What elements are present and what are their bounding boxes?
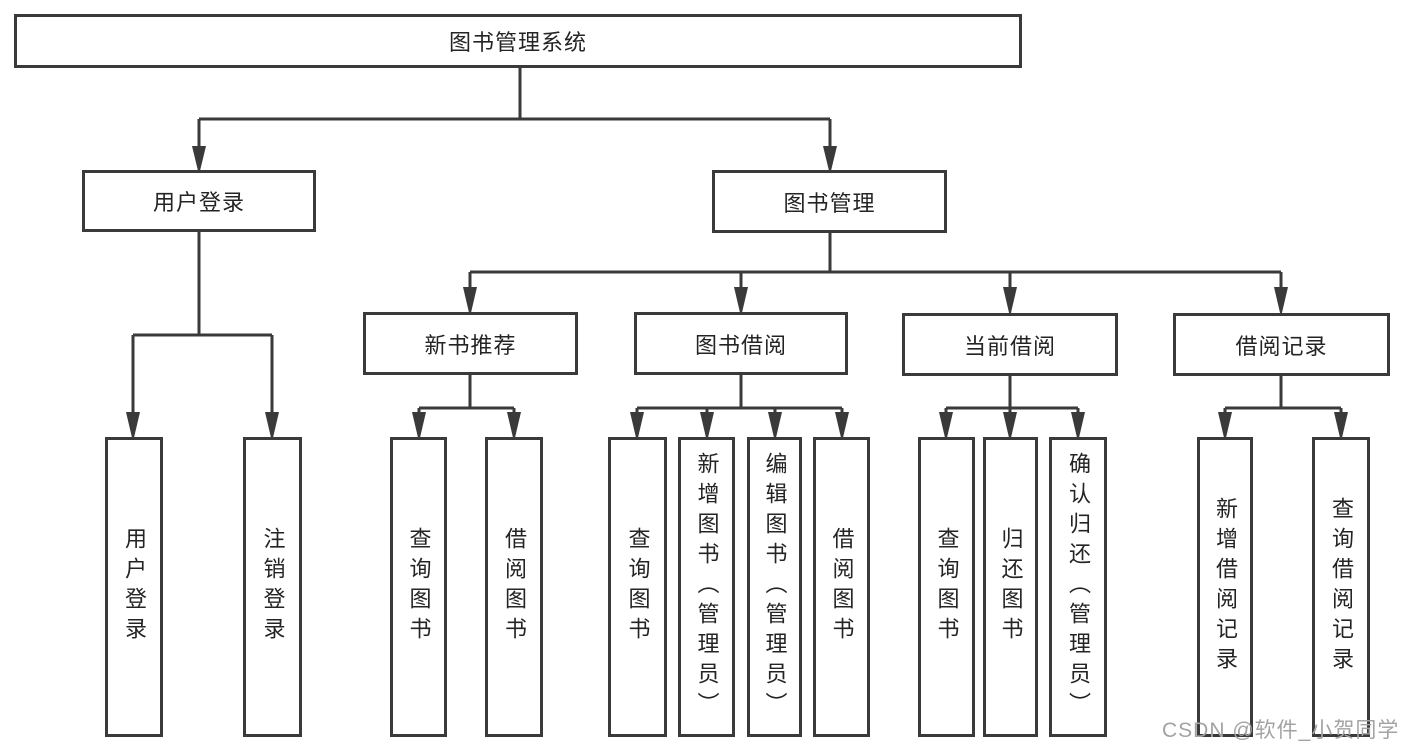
node-root-library-system: 图书管理系统 bbox=[14, 14, 1022, 68]
node-new-book-recommend: 新书推荐 bbox=[363, 312, 578, 375]
connector-book-management-group bbox=[468, 233, 1283, 288]
arrowheads-level2 bbox=[192, 146, 837, 175]
leaf-borrow-books: 借阅图书 bbox=[813, 437, 870, 737]
node-root-label: 图书管理系统 bbox=[448, 30, 587, 55]
csdn-watermark: CSDN @软件_小贺同学 bbox=[1162, 719, 1400, 742]
leaf-return-books: 归还图书 bbox=[983, 437, 1038, 737]
leaf-user-login: 用户登录 bbox=[105, 437, 163, 737]
leaf-logout: 注销登录 bbox=[243, 437, 302, 737]
arrowheads-level3 bbox=[463, 287, 1288, 317]
leaf-logout-label: 注销登录 bbox=[260, 527, 286, 647]
connector-new-book-group bbox=[417, 375, 516, 413]
node-book-borrow: 图书借阅 bbox=[634, 312, 848, 375]
node-new-book-recommend-label: 新书推荐 bbox=[424, 332, 517, 358]
leaf-borrow-books-label: 借阅图书 bbox=[829, 527, 855, 647]
leaf-edit-books-admin: 编辑图书（管理员） bbox=[747, 437, 802, 737]
leaf-query-books-current: 查询图书 bbox=[918, 437, 975, 737]
connector-borrow-record-group bbox=[1223, 375, 1343, 413]
leaf-query-books-borrow-label: 查询图书 bbox=[625, 527, 651, 647]
node-current-borrow: 当前借阅 bbox=[902, 313, 1118, 376]
leaf-query-books-recommend: 查询图书 bbox=[390, 437, 447, 737]
leaf-borrow-books-recommend-label: 借阅图书 bbox=[502, 527, 527, 647]
connector-current-borrow-group bbox=[944, 375, 1080, 413]
leaf-edit-books-admin-label: 编辑图书（管理员） bbox=[762, 452, 788, 722]
leaf-query-books-recommend-label: 查询图书 bbox=[406, 527, 432, 647]
leaf-query-books-borrow: 查询图书 bbox=[608, 437, 667, 737]
node-current-borrow-label: 当前借阅 bbox=[963, 333, 1056, 359]
node-user-login: 用户登录 bbox=[82, 170, 316, 232]
leaf-borrow-books-recommend: 借阅图书 bbox=[485, 437, 543, 737]
leaf-confirm-return-admin-label: 确认归还（管理员） bbox=[1066, 452, 1091, 722]
node-user-login-label: 用户登录 bbox=[152, 190, 245, 215]
arrowheads-user-login-group bbox=[126, 412, 279, 442]
node-borrow-record: 借阅记录 bbox=[1173, 313, 1390, 376]
connector-book-borrow-group bbox=[635, 375, 844, 413]
leaf-confirm-return-admin: 确认归还（管理员） bbox=[1049, 437, 1107, 737]
leaf-add-borrow-record-label: 新增借阅记录 bbox=[1213, 497, 1238, 677]
connector-root-to-level2 bbox=[197, 68, 832, 148]
node-book-management-label: 图书管理 bbox=[783, 190, 876, 216]
leaf-add-books-admin: 新增图书（管理员） bbox=[678, 437, 735, 737]
arrowheads-leaves bbox=[412, 412, 1348, 442]
leaf-user-login-label: 用户登录 bbox=[122, 527, 147, 647]
leaf-add-borrow-record: 新增借阅记录 bbox=[1197, 437, 1253, 737]
leaf-query-books-current-label: 查询图书 bbox=[934, 527, 960, 647]
node-book-borrow-label: 图书借阅 bbox=[694, 332, 787, 358]
leaf-query-borrow-record-label: 查询借阅记录 bbox=[1329, 497, 1354, 677]
node-borrow-record-label: 借阅记录 bbox=[1235, 333, 1328, 359]
leaf-query-borrow-record: 查询借阅记录 bbox=[1312, 437, 1370, 737]
connector-user-login-group bbox=[131, 232, 274, 413]
node-book-management: 图书管理 bbox=[712, 170, 947, 233]
leaf-return-books-label: 归还图书 bbox=[998, 527, 1024, 647]
leaf-add-books-admin-label: 新增图书（管理员） bbox=[694, 452, 720, 722]
